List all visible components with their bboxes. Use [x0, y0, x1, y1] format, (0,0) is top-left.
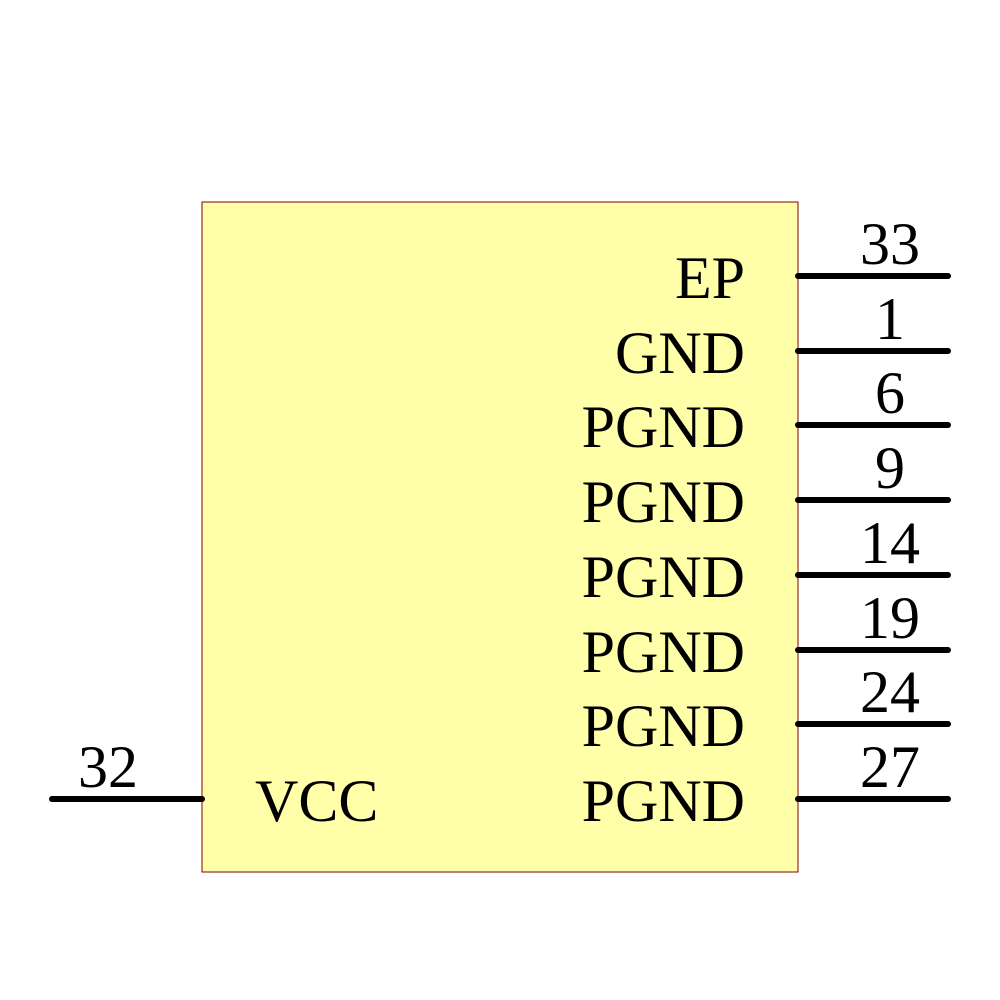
pin-number: 27 — [860, 734, 920, 800]
pin-name: GND — [615, 320, 745, 386]
pin-name: VCC — [255, 768, 378, 834]
component-body — [201, 201, 799, 873]
pin-number: 24 — [860, 659, 920, 725]
pins-layer: 33EP1GND6PGND9PGND14PGND19PGND24PGND27PG… — [49, 211, 951, 834]
pin-name: EP — [675, 245, 745, 311]
pin-number: 33 — [860, 211, 920, 277]
pin-number: 9 — [875, 435, 905, 501]
pin-name: PGND — [582, 693, 745, 759]
pin-name: PGND — [582, 394, 745, 460]
pin-name: PGND — [582, 544, 745, 610]
pin-number: 32 — [78, 734, 138, 800]
pin-number: 1 — [875, 286, 905, 352]
pin-name: PGND — [582, 619, 745, 685]
pin-name: PGND — [582, 469, 745, 535]
pin-number: 19 — [860, 585, 920, 651]
pin-number: 6 — [875, 360, 905, 426]
pin-number: 14 — [860, 510, 920, 576]
pin-name: PGND — [582, 768, 745, 834]
